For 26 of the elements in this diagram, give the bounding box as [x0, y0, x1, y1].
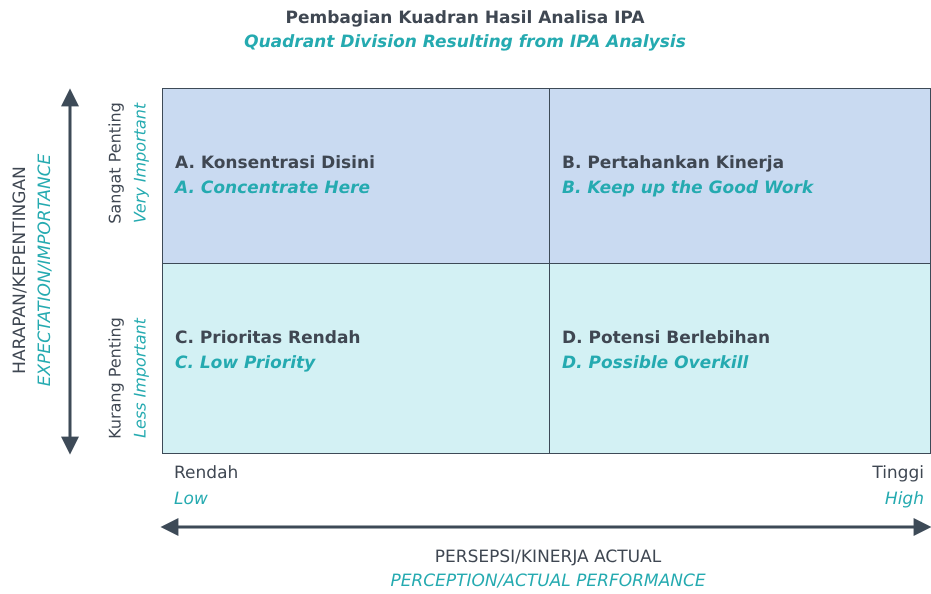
quadrant-panel	[162, 88, 550, 264]
quadrant-subtitle: A. Concentrate Here	[175, 178, 370, 198]
axis-label: Less Important	[130, 318, 150, 438]
axis-title: PERCEPTION/ACTUAL PERFORMANCE	[390, 571, 706, 591]
axis-label: Tinggi	[872, 463, 924, 483]
chart-title: Pembagian Kuadran Hasil Analisa IPA	[286, 8, 644, 28]
quadrant-title: B. Pertahankan Kinerja	[562, 153, 784, 173]
axis-label: Very Important	[130, 102, 150, 224]
quadrant-subtitle: C. Low Priority	[175, 353, 316, 373]
quadrant-panel	[549, 263, 931, 454]
axis-label: Kurang Penting	[106, 317, 124, 439]
chart-subtitle: Quadrant Division Resulting from IPA Analysis	[244, 32, 686, 52]
axis-title: PERSEPSI/KINERJA ACTUAL	[434, 547, 662, 567]
axis-title: EXPECTATION/IMPORTANCE	[35, 154, 55, 386]
axis-label: High	[884, 489, 924, 509]
quadrant-title: D. Potensi Berlebihan	[562, 328, 770, 348]
quadrant-title: A. Konsentrasi Disini	[175, 153, 375, 173]
axis-label: Low	[174, 489, 208, 509]
quadrant-panel	[162, 263, 550, 454]
axis-title: HARAPAN/KEPENTINGAN	[10, 166, 30, 374]
quadrant-title: C. Prioritas Rendah	[175, 328, 361, 348]
axis-label: Rendah	[174, 463, 238, 483]
axis-label: Sangat Penting	[106, 102, 124, 224]
quadrant-subtitle: B. Keep up the Good Work	[562, 178, 814, 198]
quadrant-subtitle: D. Possible Overkill	[562, 353, 748, 373]
quadrant-panel	[549, 88, 931, 264]
